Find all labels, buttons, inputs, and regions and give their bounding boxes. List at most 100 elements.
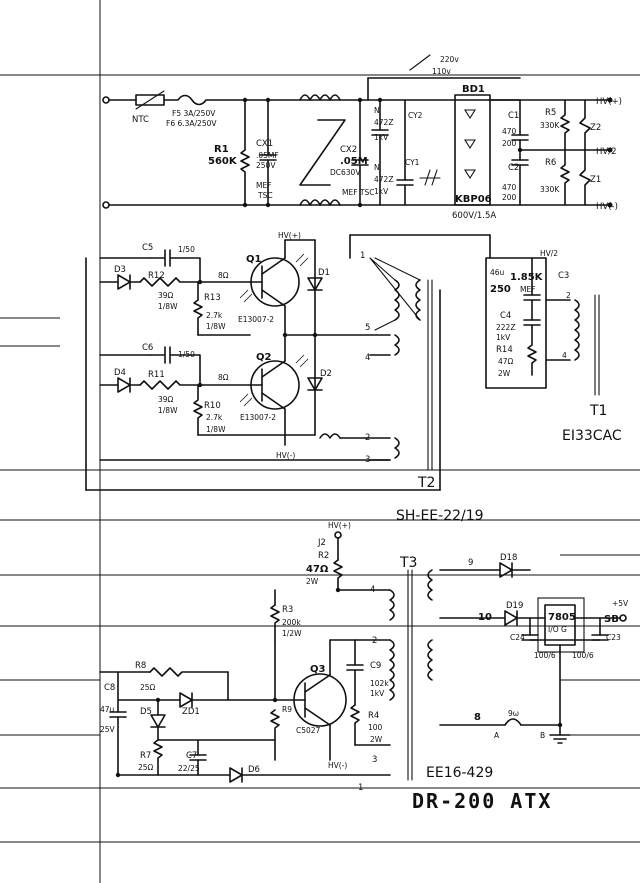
resistor-r6 — [560, 149, 570, 206]
choke-top — [299, 94, 341, 101]
label-r13-w: 1/8W — [206, 322, 226, 331]
label-hv-d: HV(+) — [328, 521, 351, 530]
label-r6: R6 — [545, 158, 556, 168]
label-r10-val: 2.7k — [206, 413, 223, 422]
label-c8: C8 — [104, 683, 115, 693]
label-r1: R1 — [214, 144, 229, 155]
label-r7: R7 — [140, 751, 151, 761]
label-r10-w: 1/8W — [206, 425, 226, 434]
input-section — [102, 54, 613, 209]
label-c7: C7 — [186, 751, 197, 761]
varistor-z2 — [579, 99, 591, 151]
label-c23-val: 100/6 — [572, 651, 594, 660]
label-t2: T2 — [417, 475, 435, 491]
label-d1: D1 — [318, 268, 330, 278]
label-c24: C24 — [510, 633, 525, 642]
label-q1-part: E13007-2 — [238, 315, 274, 324]
label-c3-type: MEF — [520, 285, 536, 294]
label-110v: 110v — [432, 67, 451, 76]
label-d2: D2 — [320, 369, 332, 379]
label-t2-p1: 1 — [360, 251, 365, 261]
label-c9: C9 — [370, 661, 381, 671]
label-r11-w: 1/8W — [158, 406, 178, 415]
label-r13: R13 — [204, 293, 221, 303]
bridge-rectifier-bd1 — [454, 94, 491, 206]
resistor-r12 — [139, 277, 201, 287]
label-r7-val: 25Ω — [138, 763, 154, 772]
label-c3-v: 250 — [490, 284, 511, 295]
label-c5-val: 1/50 — [178, 245, 195, 254]
label-cx2-note: MEF TSC — [342, 188, 375, 197]
resistor-r14 — [527, 324, 537, 376]
diode-d19 — [504, 610, 518, 626]
label-r12: R12 — [148, 271, 165, 281]
label-zd1: ZD1 — [182, 707, 200, 717]
label-c4-v: 1kV — [496, 333, 511, 342]
label-c8-v: 25V — [100, 725, 116, 734]
label-jumper-a: A — [494, 731, 500, 740]
label-r-b: 8Ω — [218, 373, 229, 382]
label-ic-pins: I/O G — [548, 625, 567, 634]
label-c9-val: 102k — [370, 679, 389, 688]
label-p10: 10 — [478, 612, 492, 623]
resistor-r3 — [270, 604, 280, 641]
diode-d5 — [150, 714, 166, 728]
label-ntc: NTC — [132, 115, 149, 125]
label-cx1: CX1 — [256, 139, 273, 149]
label-r2-w: 2W — [306, 577, 319, 586]
label-cx1-val: .05MF — [256, 151, 279, 160]
label-q2-part: E13007-2 — [240, 413, 276, 422]
label-d19: D19 — [506, 601, 523, 611]
label-c4-val: 222Z — [496, 323, 515, 332]
label-r9: R9 — [282, 705, 292, 714]
label-hv-minus: HV(-) — [596, 202, 618, 212]
label-q3-part: C5027 — [296, 726, 321, 735]
label-c23: C23 — [606, 633, 621, 642]
resistor-r13 — [193, 281, 203, 336]
label-q3: Q3 — [310, 664, 326, 675]
label-j2: J2 — [317, 538, 326, 548]
label-t3-core: EE16-429 — [426, 765, 493, 781]
label-z2: Z2 — [590, 123, 601, 133]
aux-section — [99, 531, 413, 783]
label-c2-val: 470 — [502, 183, 517, 192]
label-t1-pin4: 4 — [562, 351, 567, 360]
label-r1-val: 560K — [208, 156, 238, 167]
label-7805: 7805 — [548, 612, 576, 623]
diode-d2 — [307, 377, 323, 391]
label-r11-val: 39Ω — [158, 395, 174, 404]
label-c4: C4 — [500, 311, 511, 321]
label-r4-w: 2W — [370, 735, 383, 744]
label-n-b: N — [374, 163, 380, 172]
label-c6-val: 1/50 — [178, 350, 195, 359]
resistor-r9 — [270, 709, 280, 741]
label-c3-val: 1.85K — [510, 272, 544, 283]
label-r5-val: 330K — [540, 121, 560, 130]
label-r3: R3 — [282, 605, 293, 615]
label-r13-val: 2.7k — [206, 311, 223, 320]
resistor-r1 — [240, 149, 250, 206]
label-cx1-note: TSC — [257, 191, 273, 200]
label-t1-core: EI33CAC — [562, 428, 622, 444]
label-220v: 220v — [440, 55, 459, 64]
label-q1: Q1 — [246, 254, 262, 265]
choke-bottom — [299, 199, 341, 206]
label-t3: T3 — [399, 555, 417, 571]
label-cap-a: 472Z — [374, 118, 393, 127]
label-p9: 9 — [468, 558, 473, 568]
label-t3-p2: 2 — [372, 636, 377, 646]
label-sb: SB — [604, 614, 619, 625]
label-t3-p4: 4 — [370, 585, 375, 595]
resistor-r7 — [153, 739, 163, 776]
label-cx2-val: .05M — [340, 156, 368, 167]
label-r4: R4 — [368, 711, 379, 721]
label-r10: R10 — [204, 401, 221, 411]
label-r3-w: 1/2W — [282, 629, 302, 638]
diode-d6 — [229, 767, 243, 783]
diode-d4 — [117, 377, 131, 393]
label-p8: 8 — [474, 712, 481, 723]
label-bd1: BD1 — [462, 84, 485, 95]
label-c1: C1 — [508, 111, 519, 121]
label-cy2: CY2 — [408, 111, 423, 120]
diode-d1 — [307, 277, 323, 291]
